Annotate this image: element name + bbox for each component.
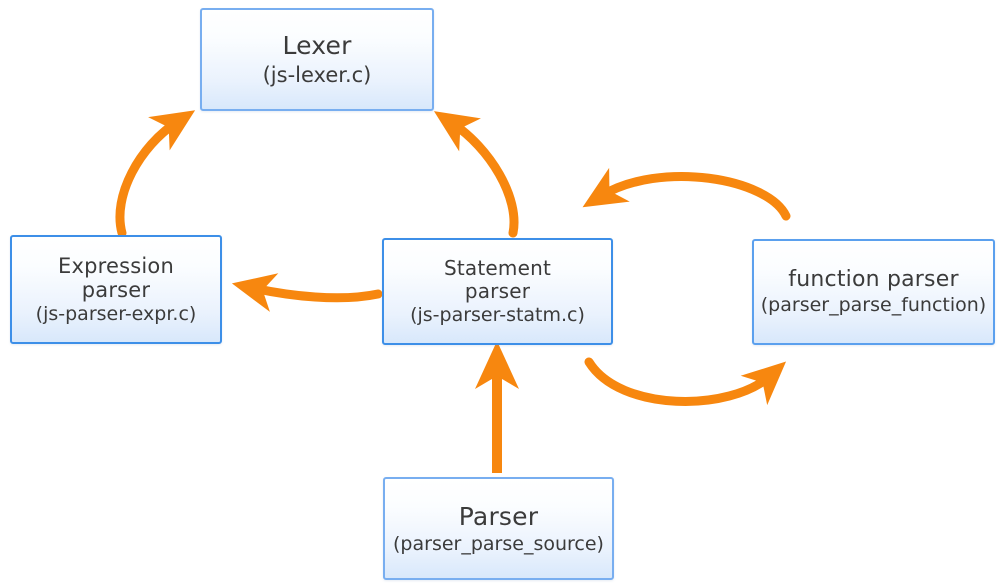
edge-expression-to-lexer: [115, 110, 196, 238]
node-function-parser-subtitle: (parser_parse_function): [760, 294, 987, 317]
edge-statement-to-function: [584, 357, 787, 406]
node-expression-parser-title-line2: parser: [81, 278, 151, 303]
node-function-parser-title: function parser: [788, 267, 959, 293]
node-statement-parser[interactable]: Statement parser (js-parser-statm.c): [382, 238, 613, 345]
edge-statement-to-expression: [231, 273, 383, 312]
node-statement-parser-subtitle: (js-parser-statm.c): [410, 303, 585, 326]
node-parser[interactable]: Parser (parser_parse_source): [383, 477, 614, 580]
node-parser-subtitle: (parser_parse_source): [393, 532, 604, 555]
node-expression-parser-subtitle: (js-parser-expr.c): [35, 303, 197, 326]
node-lexer-subtitle: (js-lexer.c): [262, 62, 372, 87]
edge-function-to-statement: [582, 167, 791, 221]
node-statement-parser-title-line1: Statement: [443, 255, 552, 280]
edge-statement-to-lexer: [433, 111, 519, 238]
node-expression-parser-title-line1: Expression: [58, 253, 174, 278]
node-lexer[interactable]: Lexer (js-lexer.c): [200, 8, 434, 111]
node-statement-parser-title-line2: parser: [464, 279, 531, 304]
node-function-parser[interactable]: function parser (parser_parse_function): [752, 239, 995, 345]
node-lexer-title: Lexer: [282, 31, 352, 61]
node-parser-title: Parser: [458, 502, 539, 532]
node-expression-parser[interactable]: Expression parser (js-parser-expr.c): [10, 235, 222, 344]
